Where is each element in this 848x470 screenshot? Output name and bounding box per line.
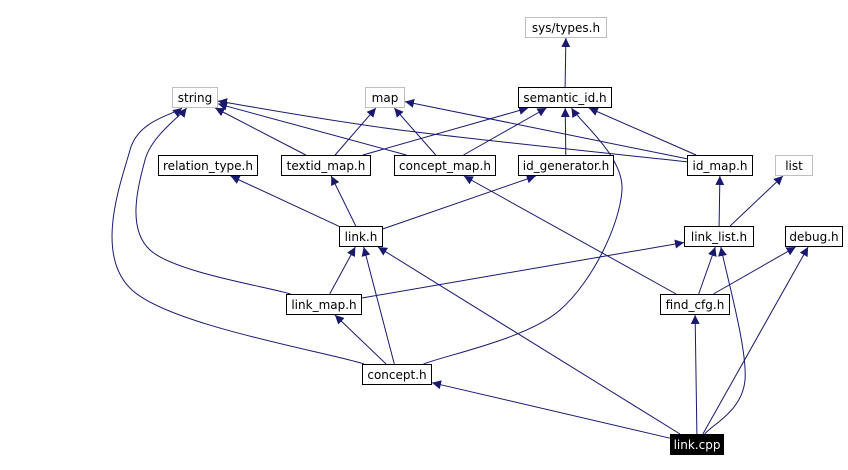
edge-concept-map-to-semantic-id <box>463 107 547 156</box>
node-concept-h[interactable]: concept.h <box>362 364 432 385</box>
edge-find-cfg-to-link-list <box>698 246 717 295</box>
node-list[interactable]: list <box>775 155 813 176</box>
edge-semantic-id-to-sys-types <box>561 37 571 88</box>
edge-link-list-to-list <box>729 175 784 227</box>
edge-link-cpp-to-concept <box>431 380 671 439</box>
node-find-cfg-h[interactable]: find_cfg.h <box>660 294 730 315</box>
edge-concept-map-to-string <box>217 101 407 156</box>
edge-link-list-to-id-map <box>715 175 725 227</box>
edge-concept-to-semantic-id <box>423 107 623 365</box>
edge-link-map-to-link-list <box>361 239 685 299</box>
edge-link-cpp-to-debug <box>702 246 809 435</box>
edge-link-map-to-string <box>135 107 291 295</box>
edge-link-cpp-to-find-cfg <box>690 314 700 435</box>
node-semantic-id-h[interactable]: semantic_id.h <box>518 87 612 108</box>
node-link-h[interactable]: link.h <box>339 226 383 247</box>
edge-id-map-to-string <box>217 98 688 163</box>
node-link-map-h[interactable]: link_map.h <box>286 294 362 315</box>
edge-link-cpp-to-link-h <box>377 246 681 435</box>
node-link-cpp[interactable]: link.cpp <box>670 434 724 455</box>
node-id-map-h[interactable]: id_map.h <box>687 155 753 176</box>
node-string[interactable]: string <box>172 87 218 108</box>
node-concept-map-h[interactable]: concept_map.h <box>394 155 496 176</box>
node-map[interactable]: map <box>365 87 405 108</box>
edge-textid-map-to-semantic-id <box>362 106 529 156</box>
edge-textid-map-to-map <box>334 107 377 156</box>
node-sys-types-h[interactable]: sys/types.h <box>525 17 607 38</box>
edge-link-cpp-to-link-list <box>704 246 746 435</box>
node-link-list-h[interactable]: link_list.h <box>684 226 754 247</box>
edge-link-map-to-link-h <box>329 246 356 295</box>
edge-link-h-to-textid-map <box>330 175 357 227</box>
edge-id-generator-to-semantic-id <box>560 107 570 156</box>
node-textid-map-h[interactable]: textid_map.h <box>281 155 371 176</box>
edge-id-map-to-map <box>404 98 688 160</box>
edge-id-map-to-semantic-id <box>588 107 697 156</box>
edge-find-cfg-to-debug <box>713 246 796 295</box>
edge-link-h-to-id-generator <box>382 174 536 230</box>
edge-concept-to-link-h <box>361 246 395 365</box>
edge-concept-to-string <box>111 107 365 365</box>
edge-textid-map-to-string <box>214 107 307 156</box>
edge-concept-to-link-map <box>334 314 387 365</box>
node-id-generator-h[interactable]: id_generator.h <box>518 155 614 176</box>
edge-find-cfg-to-concept-map <box>463 175 677 295</box>
node-debug-h[interactable]: debug.h <box>785 226 843 247</box>
edge-link-h-to-relation-type <box>230 175 340 227</box>
node-relation-type-h[interactable]: relation_type.h <box>158 155 258 176</box>
